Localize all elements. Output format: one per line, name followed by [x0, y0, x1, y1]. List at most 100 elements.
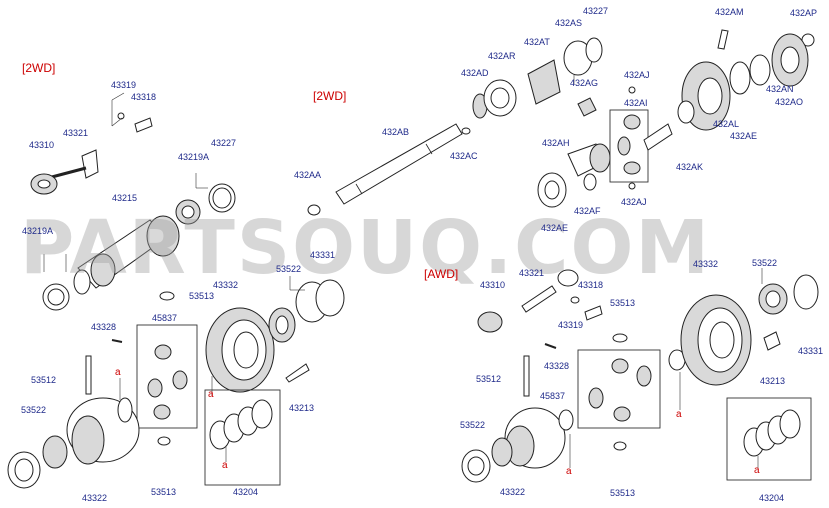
awd-speedometer-gear [477, 269, 603, 333]
part-label[interactable]: 43318 [578, 280, 604, 290]
part-label[interactable]: 432AE [541, 223, 569, 233]
part-label[interactable]: 432AD [461, 68, 489, 78]
part-label[interactable]: 43322 [82, 493, 108, 503]
part-label[interactable]: 43319 [558, 320, 584, 330]
part-label[interactable]: 43319 [111, 80, 137, 90]
part-label[interactable]: 53513 [610, 298, 636, 308]
speedometer-gear-assembly [30, 92, 153, 195]
part-label[interactable]: 432AI [624, 98, 648, 108]
part-label[interactable]: 45837 [152, 313, 178, 323]
part-label[interactable]: 43331 [310, 250, 336, 260]
part-label[interactable]: 53522 [752, 258, 778, 268]
center-differential [537, 97, 611, 208]
part-label[interactable]: 432AA [294, 170, 322, 180]
part-label[interactable]: 43332 [213, 280, 239, 290]
part-label[interactable]: 43318 [131, 92, 157, 102]
thrust-washer [157, 436, 171, 446]
thrust-washer [159, 291, 175, 301]
differential-bearing-right [461, 437, 513, 483]
part-label[interactable]: 432AJ [624, 70, 650, 80]
part-label[interactable]: 43328 [544, 361, 570, 371]
part-label[interactable]: 43227 [211, 138, 237, 148]
pinion-gear-set [588, 358, 652, 422]
differential-case-left [66, 397, 140, 465]
part-label[interactable]: 43322 [500, 487, 526, 497]
part-label[interactable]: 53522 [21, 405, 47, 415]
part-label[interactable]: 432AR [488, 51, 516, 61]
part-label[interactable]: 43219A [22, 226, 54, 236]
shim-set-frame [204, 389, 281, 486]
thrust-washer [613, 441, 627, 451]
ring-gear-bolt [285, 363, 310, 383]
part-label[interactable]: 432AM [715, 7, 744, 17]
part-label[interactable]: 43331 [798, 346, 824, 356]
pinion-shaft [85, 355, 92, 395]
part-label[interactable]: 53522 [276, 264, 302, 274]
part-label[interactable]: 432AF [574, 206, 601, 216]
part-label[interactable]: 53513 [610, 488, 636, 498]
part-label[interactable]: 432AE [730, 131, 758, 141]
awd-bearing-top [758, 268, 819, 315]
section-header-awd: [AWD] [424, 267, 459, 281]
part-label[interactable]: 432AB [382, 127, 410, 137]
part-label[interactable]: 432AC [450, 151, 478, 161]
part-label[interactable]: 53522 [460, 420, 486, 430]
part-label[interactable]: 432AS [555, 18, 583, 28]
part-label[interactable]: 43321 [519, 268, 545, 278]
ring-gear-right [680, 294, 752, 386]
output-bearing-lower [42, 254, 70, 311]
transfer-gear-group [677, 29, 815, 131]
pinion-shaft [523, 355, 530, 397]
part-label[interactable]: 43332 [693, 259, 719, 269]
section-header-2wd-middle: [2WD] [313, 89, 347, 103]
part-label[interactable]: 432AN [766, 84, 794, 94]
part-label[interactable]: 43310 [480, 280, 506, 290]
reference-mark: a [676, 409, 682, 420]
shim-set [209, 399, 273, 450]
thrust-washer [612, 333, 628, 343]
center-pinion-set [617, 86, 673, 190]
part-label[interactable]: 53512 [31, 375, 57, 385]
pinion-set-frame [577, 349, 661, 429]
output-shaft-gear [73, 215, 180, 295]
part-label[interactable]: 53513 [189, 291, 215, 301]
differential-bearing-left [7, 435, 68, 489]
lock-pin [544, 343, 557, 349]
part-label[interactable]: 43227 [583, 6, 609, 16]
section-header-2wd-left: [2WD] [22, 61, 56, 75]
part-label[interactable]: 43215 [112, 193, 138, 203]
drive-pinion-bearing-group [472, 37, 603, 119]
part-label[interactable]: 43213 [289, 403, 315, 413]
part-label[interactable]: 432AG [570, 78, 599, 88]
differential-bearing-mid [268, 276, 345, 343]
differential-case-right [504, 407, 574, 469]
part-label[interactable]: 432AT [524, 37, 550, 47]
pinion-set-frame [136, 324, 198, 429]
part-label[interactable]: 53512 [476, 374, 502, 384]
reference-mark: a [566, 466, 572, 477]
reference-leaders [119, 372, 759, 468]
reference-mark: a [222, 460, 228, 471]
shim-set [743, 409, 801, 457]
part-label[interactable]: 53513 [151, 487, 177, 497]
reference-mark: a [208, 389, 214, 400]
reference-mark: a [115, 367, 121, 378]
part-label[interactable]: 43321 [63, 128, 89, 138]
part-label[interactable]: 43204 [233, 487, 259, 497]
part-label[interactable]: 432AL [713, 119, 740, 129]
part-label[interactable]: 45837 [540, 391, 566, 401]
part-label[interactable]: 43213 [760, 376, 786, 386]
watermark: PARTSOUQ.COM [20, 205, 712, 291]
part-label[interactable]: 43204 [759, 493, 785, 503]
part-label[interactable]: 432AH [542, 138, 570, 148]
part-label[interactable]: 432AJ [621, 197, 647, 207]
part-label[interactable]: 432AO [775, 97, 804, 107]
part-label[interactable]: 43310 [29, 140, 55, 150]
part-label[interactable]: 43219A [178, 152, 210, 162]
part-label[interactable]: 432AP [790, 8, 818, 18]
reference-mark: a [754, 465, 760, 476]
lock-pin [111, 339, 123, 343]
part-label[interactable]: 43328 [91, 322, 117, 332]
part-label[interactable]: 432AK [676, 162, 704, 172]
